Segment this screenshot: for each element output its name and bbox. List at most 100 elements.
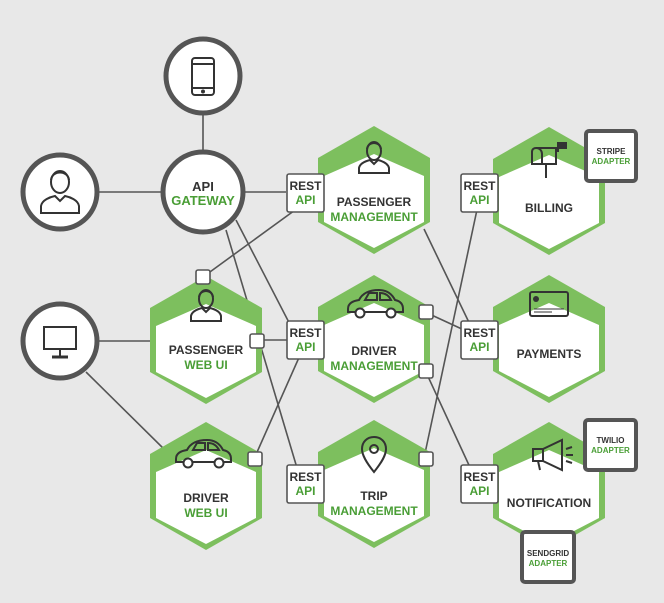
service-label-line2: WEB UI [184, 358, 227, 372]
port-passenger-web-ui-top[interactable] [195, 269, 211, 285]
car-icon [175, 438, 232, 469]
client-mobile[interactable] [163, 36, 243, 116]
rest-api-driver-management[interactable]: REST API [286, 320, 325, 360]
connector-driver-ui-driver-mgmt [253, 352, 302, 460]
service-label-line2: MANAGEMENT [330, 504, 418, 518]
rest-api-box [286, 173, 325, 213]
service-label-line1: PASSENGER [169, 343, 244, 357]
client-desktop[interactable] [20, 301, 100, 381]
adapter-box [584, 129, 638, 183]
rest-api-billing[interactable]: REST API [460, 173, 499, 213]
hexagon-inner-driver-web-ui [156, 450, 256, 544]
service-passenger-web-ui[interactable]: PASSENGER WEB UI [150, 276, 262, 404]
adapter-box [520, 530, 576, 584]
port-driver-management-bottom[interactable] [418, 363, 434, 379]
adapter-label: ADAPTER [591, 446, 630, 455]
api-label: API [295, 484, 315, 498]
hexagon-inner-payments [499, 303, 599, 397]
hexagon-inner-passenger-web-ui [156, 304, 256, 398]
gateway-label-line1: API [192, 179, 214, 194]
adapter-box [583, 418, 638, 472]
api-gateway[interactable]: API GATEWAY [160, 149, 246, 235]
api-label: API [469, 484, 489, 498]
megaphone-icon [532, 438, 573, 472]
connections [85, 88, 510, 481]
adapter-stripe[interactable]: STRIPE ADAPTER [584, 129, 638, 183]
rest-api-box [460, 173, 499, 213]
service-label-line2: MANAGEMENT [330, 210, 418, 224]
credit-card-icon [529, 291, 569, 317]
connector-trip-mgmt-billing [423, 204, 479, 459]
rest-api-box [460, 464, 499, 504]
adapter-label: ADAPTER [592, 157, 631, 166]
rest-label: REST [463, 179, 496, 193]
service-trip-management[interactable]: TRIP MANAGEMENT [318, 420, 430, 548]
mailbox-icon [531, 142, 567, 178]
connector-desktop-driver-ui [85, 371, 169, 454]
connector-driver-mgmt-notification [424, 369, 475, 477]
rest-label: REST [289, 179, 322, 193]
hexagon-inner-trip-management [324, 448, 424, 542]
port-trip-management-right[interactable] [418, 451, 434, 467]
connector-ports [195, 269, 434, 467]
hexagon-inner-billing [499, 155, 599, 249]
api-label: API [469, 340, 489, 354]
service-driver-web-ui[interactable]: DRIVER WEB UI [150, 422, 262, 550]
adapter-twilio[interactable]: TWILIO ADAPTER [583, 418, 638, 472]
connector-passenger-ui-passenger-mgmt [202, 204, 303, 278]
service-label-line1: NOTIFICATION [507, 496, 591, 510]
hexagon-inner-driver-management [324, 303, 424, 397]
service-label-line2: WEB UI [184, 506, 227, 520]
person-icon [358, 141, 390, 174]
rest-api-box [460, 320, 499, 360]
rest-api-boxes: REST API REST API REST API REST API REST… [286, 173, 499, 504]
desktop-client-circle [20, 301, 100, 381]
rest-api-box [286, 464, 325, 504]
api-label: API [295, 193, 315, 207]
connector-gateway-driver-mgmt [235, 219, 298, 339]
rest-api-payments[interactable]: REST API [460, 320, 499, 360]
adapter-sendgrid[interactable]: SENDGRID ADAPTER [520, 530, 576, 584]
monitor-icon [43, 326, 77, 359]
service-label-line1: DRIVER [183, 491, 229, 505]
rest-label: REST [289, 326, 322, 340]
rest-label: REST [463, 326, 496, 340]
person-icon [190, 289, 222, 322]
gateway-circle [160, 149, 246, 235]
service-label-line1: PASSENGER [337, 195, 412, 209]
rest-api-notification[interactable]: REST API [460, 464, 499, 504]
adapter-name: SENDGRID [527, 549, 569, 558]
service-passenger-management[interactable]: PASSENGER MANAGEMENT [318, 126, 430, 254]
service-driver-management[interactable]: DRIVER MANAGEMENT [318, 275, 430, 403]
connector-gateway-trip-mgmt [225, 229, 301, 479]
rest-api-passenger-management[interactable]: REST API [286, 173, 325, 213]
rest-api-trip-management[interactable]: REST API [286, 464, 325, 504]
service-payments[interactable]: PAYMENTS [493, 275, 605, 403]
mobile-client-circle [163, 36, 243, 116]
api-label: API [469, 193, 489, 207]
port-driver-management-top[interactable] [418, 304, 434, 320]
service-label-line2: MANAGEMENT [330, 359, 418, 373]
smartphone-icon [191, 57, 215, 96]
rest-api-box [286, 320, 325, 360]
gateway-label-line2: GATEWAY [171, 193, 235, 208]
api-label: API [295, 340, 315, 354]
service-hexagons: PASSENGER MANAGEMENT BILLING [150, 126, 605, 550]
adapter-name: STRIPE [597, 147, 627, 156]
client-user[interactable] [20, 152, 100, 232]
rest-label: REST [289, 470, 322, 484]
service-billing[interactable]: BILLING [493, 127, 605, 255]
port-passenger-web-ui-right[interactable] [249, 333, 265, 349]
adapter-boxes: STRIPE ADAPTER TWILIO ADAPTER SENDGRID A… [520, 129, 638, 584]
service-notification[interactable]: NOTIFICATION [493, 422, 605, 550]
hexagon-inner-notification [499, 450, 599, 544]
car-icon [347, 288, 404, 319]
service-label-line1: DRIVER [351, 344, 397, 358]
service-label-line1: BILLING [525, 201, 573, 215]
adapter-name: TWILIO [597, 436, 625, 445]
port-driver-web-ui-right[interactable] [247, 451, 263, 467]
service-label-line1: TRIP [360, 489, 387, 503]
person-icon [40, 170, 80, 214]
hexagon-inner-passenger-management [324, 154, 424, 248]
